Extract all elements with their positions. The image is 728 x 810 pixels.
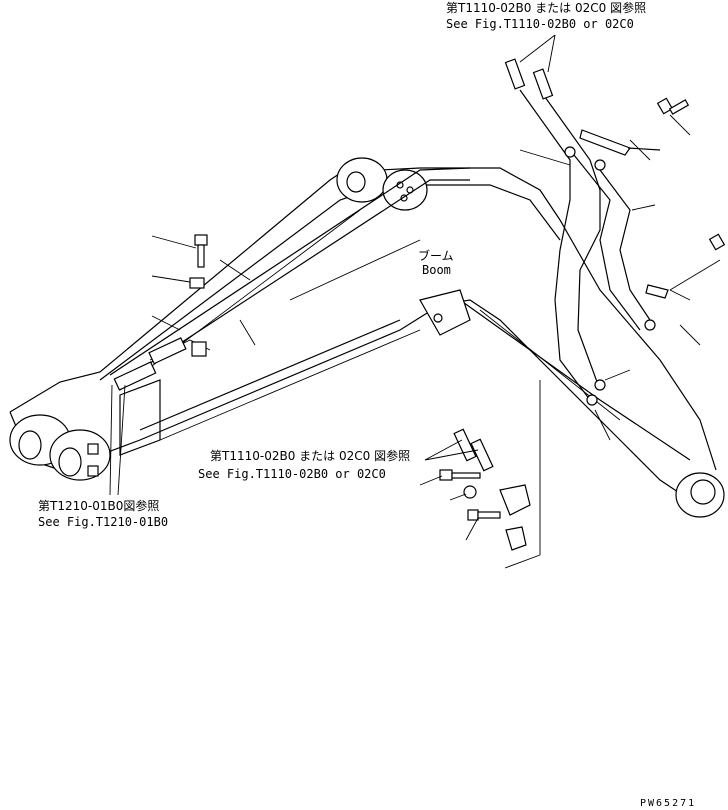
elbow-fitting-icon bbox=[505, 526, 527, 551]
loose-parts bbox=[189, 97, 726, 551]
ref-note-mid-jp: 第T1110-02B0 または 02C0 図参照 bbox=[210, 448, 410, 463]
drawing-code: PW65271 bbox=[640, 798, 696, 809]
hydraulic-pipes bbox=[109, 58, 661, 406]
ref-note-top-jp: 第T1110-02B0 または 02C0 図参照 bbox=[446, 0, 646, 15]
plate-icon bbox=[189, 277, 205, 289]
clip-icon bbox=[645, 284, 669, 299]
ref-note-left-en: See Fig.T1210-01B0 bbox=[38, 515, 168, 529]
leader-lines bbox=[109, 34, 721, 569]
cylinder-pin-boss bbox=[336, 157, 428, 211]
boom-label-jp: ブーム bbox=[418, 248, 454, 263]
boom-bracket bbox=[419, 289, 471, 336]
foot-pin-boss bbox=[9, 414, 111, 481]
boom-label-en: Boom bbox=[422, 263, 451, 277]
ref-note-mid-en: See Fig.T1110-02B0 or 02C0 bbox=[198, 467, 386, 481]
ref-note-top-en: See Fig.T1110-02B0 or 02C0 bbox=[446, 17, 634, 31]
bolt-icon bbox=[708, 233, 726, 251]
washer-icon bbox=[463, 485, 477, 499]
boom-structure bbox=[9, 157, 725, 518]
elbow-fitting-icon bbox=[499, 484, 531, 516]
bolt-icon bbox=[194, 234, 208, 268]
tip-pin-boss bbox=[675, 472, 725, 518]
bolt-icon bbox=[439, 469, 481, 481]
bolt-icon bbox=[467, 509, 501, 521]
ref-note-left-jp: 第T1210-01B0図参照 bbox=[38, 498, 159, 513]
bolt-icon bbox=[656, 97, 690, 115]
